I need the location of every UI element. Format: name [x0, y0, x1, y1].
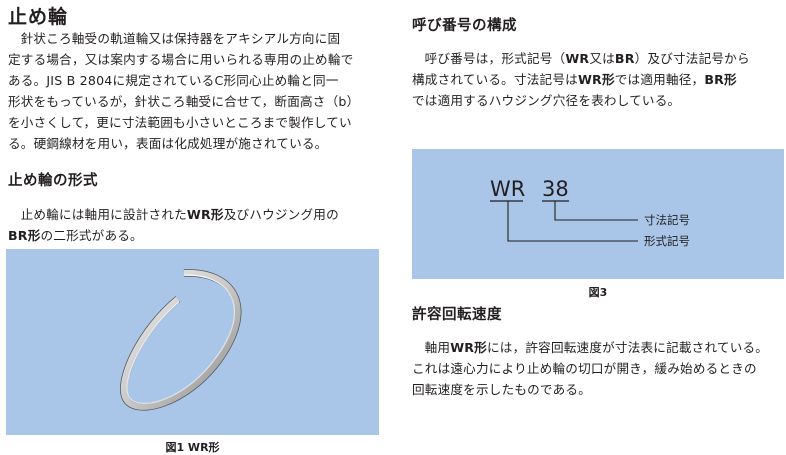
- designation-line-1: 呼び番号は，形式記号（WR又はBR）及び寸法記号から: [424, 51, 750, 66]
- section-heading-types: 止め輪の形式: [8, 173, 98, 189]
- figure-3-caption: 図3: [588, 286, 608, 299]
- designation-line-2: 構成されている。寸法記号はWR形では適用軸径，BR形: [412, 72, 737, 87]
- label-size-code: 寸法記号: [644, 213, 690, 227]
- designation-line-3: では適用するハウジング穴径を表わしている。: [412, 93, 681, 108]
- intro-line-4: 形状をもっているが，針状ころ軸受に合せて，断面高さ（b）: [8, 94, 360, 109]
- type-leader-line: [507, 201, 638, 242]
- designation-diagram: WR 38 寸法記号 形式記号: [490, 177, 690, 248]
- snap-ring-illustration: [120, 269, 242, 411]
- wr-type-term: WR形: [186, 207, 224, 222]
- types-line-1: 止め輪には軸用に設計されたWR形及びハウジング用の: [20, 207, 339, 222]
- section-heading-speed: 許容回転速度: [412, 307, 502, 323]
- speed-paragraph: 軸用WR形には，許容回転速度が寸法表に記載されている。 これは遠心力により止め輪…: [412, 337, 784, 400]
- page-title: 止め輪: [8, 6, 69, 28]
- types-line-2: BR形の二形式がある。: [8, 228, 143, 243]
- br-type-term: BR形: [8, 228, 41, 243]
- label-type-code: 形式記号: [644, 234, 690, 248]
- intro-line-1: 針状ころ軸受の軌道輪又は保持器をアキシアル方向に固: [20, 31, 341, 46]
- intro-line-3: ある。JIS B 2804に規定されているC形同心止め輪と同一: [8, 73, 339, 88]
- designation-paragraph: 呼び番号は，形式記号（WR又はBR）及び寸法記号から 構成されている。寸法記号は…: [412, 48, 784, 111]
- ring-body: [120, 269, 241, 410]
- size-leader-line: [554, 201, 638, 221]
- ring-highlight: [126, 274, 235, 404]
- intro-paragraph: 針状ころ軸受の軌道輪又は保持器をアキシアル方向に固 定する場合，又は案内する場合…: [8, 28, 388, 154]
- speed-line-2: これは遠心力により止め輪の切口が開き，緩み始めるときの: [412, 361, 757, 376]
- types-paragraph: 止め輪には軸用に設計されたWR形及びハウジング用の BR形の二形式がある。: [8, 204, 388, 246]
- intro-line-5: を小さくして，更に寸法範囲も小さいところまで製作してい: [8, 115, 352, 130]
- code-size-text: 38: [542, 177, 569, 201]
- intro-line-6: る。硬鋼線材を用い，表面は化成処理が施されている。: [8, 136, 328, 151]
- speed-line-1: 軸用WR形には，許容回転速度が寸法表に記載されている。: [424, 340, 769, 355]
- figure-1-caption: 図1 WR形: [165, 441, 220, 454]
- figure-3-panel: WR 38 寸法記号 形式記号: [412, 149, 784, 279]
- intro-line-2: 定する場合，又は案内する場合に用いられる専用の止め輪で: [8, 52, 354, 67]
- figure-1-panel: [6, 249, 379, 435]
- code-type-text: WR: [490, 177, 525, 201]
- section-heading-designation: 呼び番号の構成: [412, 18, 517, 34]
- speed-line-3: 回転速度を示したものである。: [412, 382, 591, 397]
